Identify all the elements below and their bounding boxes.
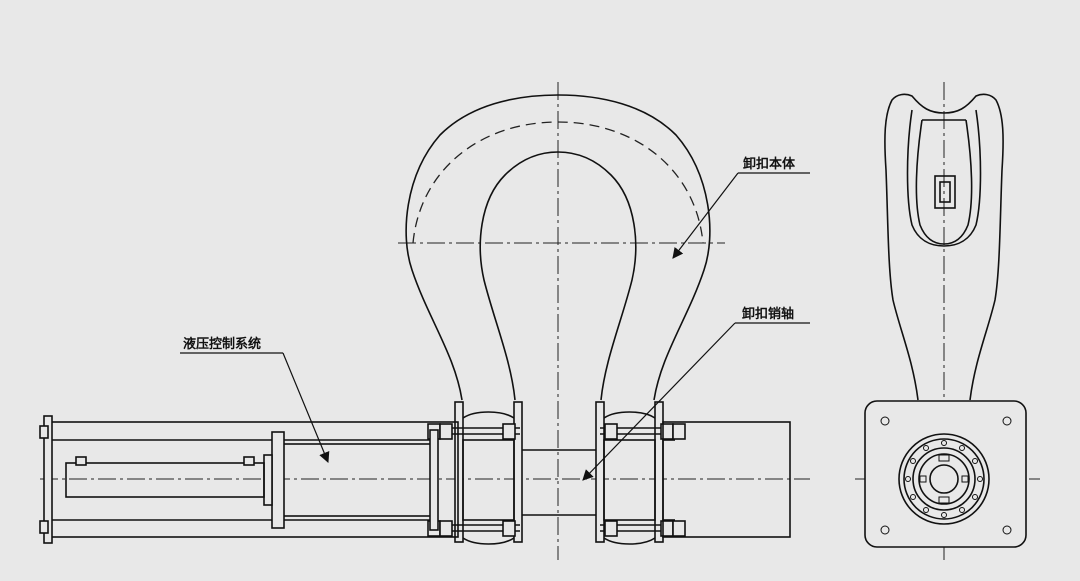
hydraulic-control-system [39, 415, 459, 544]
bow-inner-contour [479, 151, 637, 401]
pin-flange-outer [898, 433, 990, 525]
left-end-plate [43, 415, 53, 544]
nut [672, 520, 686, 537]
shackle-body-label: 卸扣本体 [743, 156, 796, 172]
hydraulic-cylinder [281, 443, 433, 517]
nut [502, 423, 516, 440]
right-end-housing [662, 421, 791, 538]
hydraulic-control-system-label: 液压控制系统 [183, 336, 261, 352]
pin-end [929, 464, 959, 494]
pin-slot [934, 175, 956, 209]
hydraulic-leader [282, 352, 330, 463]
nut [439, 520, 453, 537]
bow-outer-contour [405, 94, 711, 401]
right-inner-plate [595, 401, 605, 543]
side-base-plate [864, 400, 1027, 548]
bow-hidden-arc [412, 121, 704, 244]
side-body-outer [884, 93, 1004, 401]
nut [672, 423, 686, 440]
flange-bolt-pattern [905, 440, 983, 518]
nut [604, 520, 618, 537]
piston-rod [65, 462, 265, 498]
nut [502, 520, 516, 537]
shackle-pin-label: 卸扣销轴 [742, 306, 794, 322]
shackle-body-leader [672, 172, 739, 259]
shackle-pin-assembly [40, 401, 810, 545]
shackle-side-view [855, 82, 1040, 560]
callout-leaders [180, 172, 810, 481]
shackle-body-front-view [398, 82, 725, 560]
shackle-pin-leader [582, 322, 736, 481]
cylinder-flange [271, 431, 285, 529]
nut [439, 423, 453, 440]
nut [604, 423, 618, 440]
left-outer-plate [454, 401, 464, 543]
